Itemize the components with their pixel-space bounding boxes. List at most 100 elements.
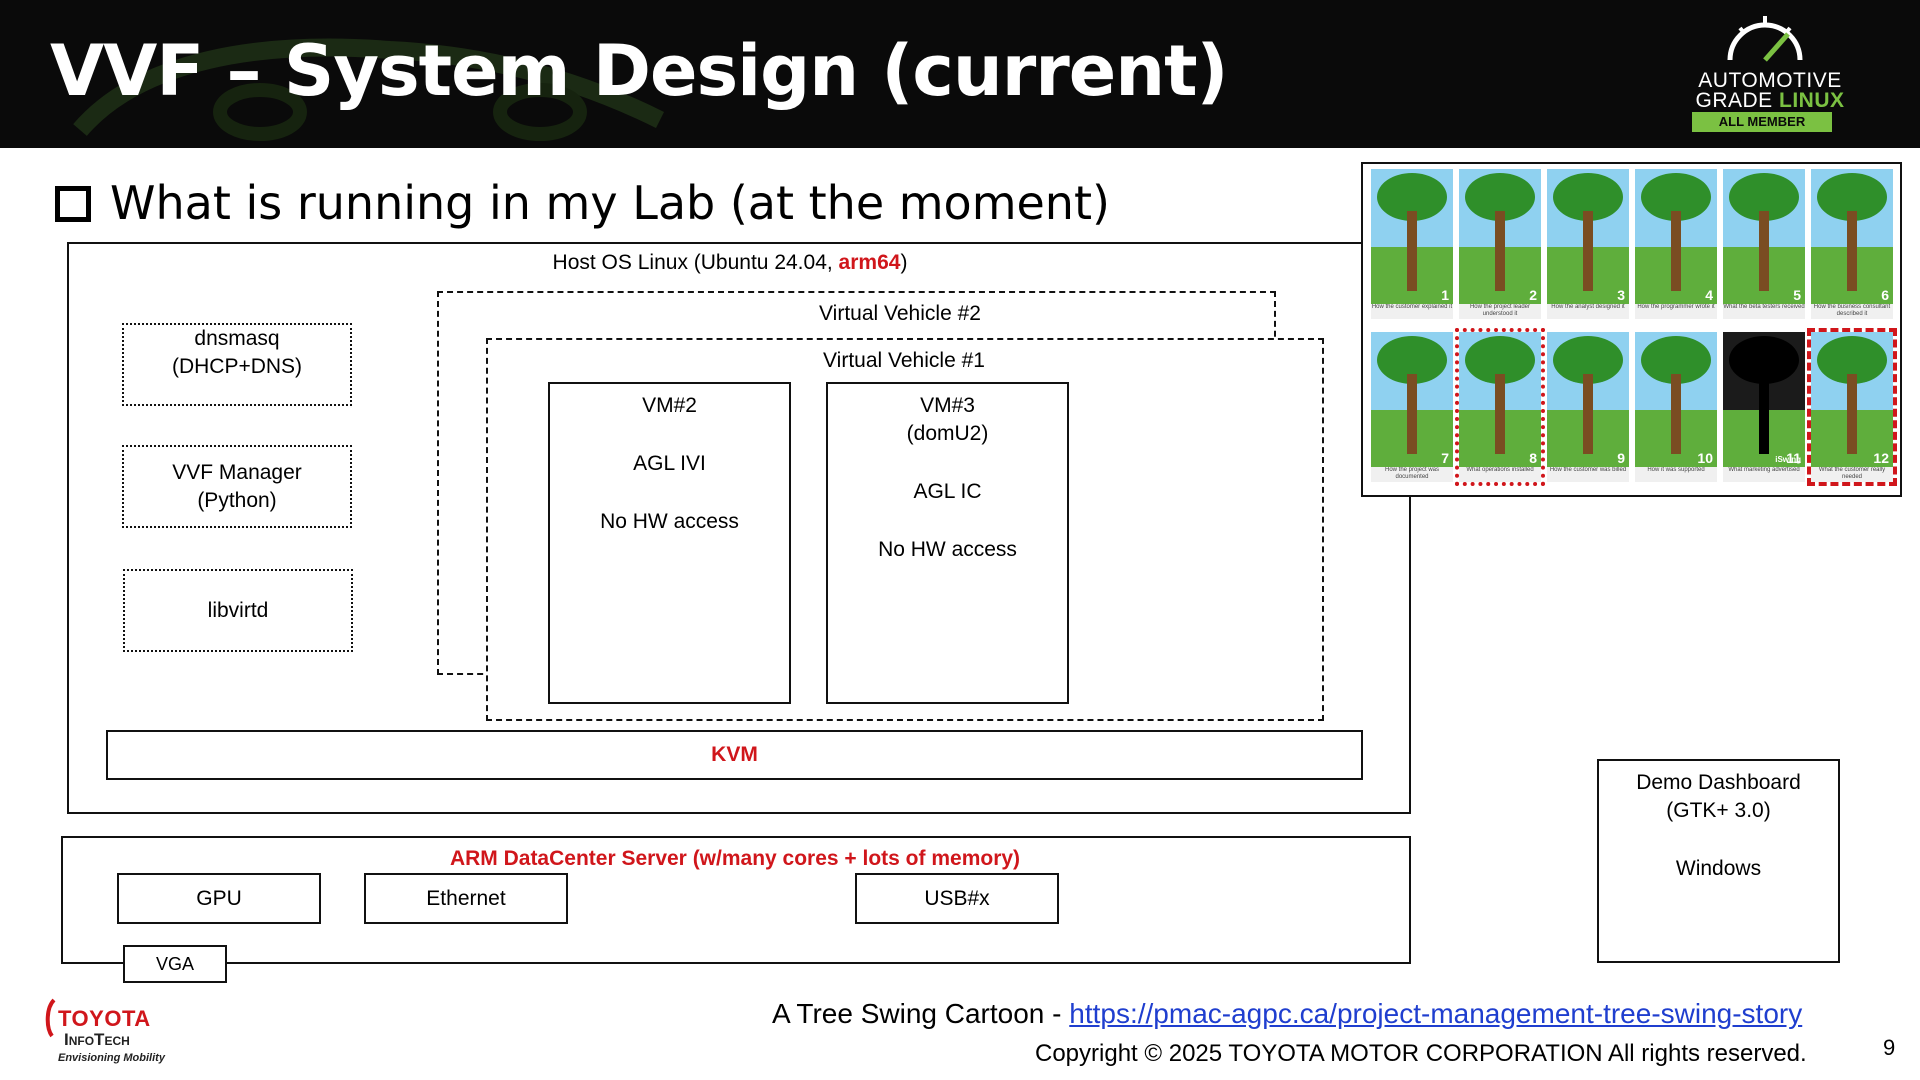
gpu-box: GPU xyxy=(117,873,321,924)
cartoon-panel-caption: What marketing advertised xyxy=(1723,467,1805,482)
cartoon-panel-caption: How the customer was billed xyxy=(1547,467,1629,482)
cartoon-panel-caption: How the programmer wrote it xyxy=(1635,304,1717,319)
host-os-label: Host OS Linux (Ubuntu 24.04, arm64) xyxy=(552,251,908,274)
usb-box: USB#x xyxy=(855,873,1059,924)
tree-trunk xyxy=(1847,211,1857,291)
cartoon-panel-caption: How the customer explained it xyxy=(1371,304,1453,319)
tree-trunk xyxy=(1583,211,1593,291)
cartoon-panel-number: 2 xyxy=(1529,287,1537,303)
tree-trunk xyxy=(1847,374,1857,454)
cartoon-panel-caption: How it was supported xyxy=(1635,467,1717,482)
vm2-os: AGL IVI xyxy=(633,452,706,475)
highlight-frame xyxy=(1807,328,1897,486)
cartoon-panel-number: 6 xyxy=(1881,287,1889,303)
kvm-box: KVM xyxy=(106,730,1363,780)
tree-trunk xyxy=(1759,211,1769,291)
cartoon-panel-caption: How the business consultant described it xyxy=(1811,304,1893,319)
arm-server-label: ARM DataCenter Server (w/many cores + lo… xyxy=(449,847,1021,870)
cartoon-source-prefix: A Tree Swing Cartoon - xyxy=(772,998,1070,1029)
cartoon-panel-caption: What the customer really needed xyxy=(1811,467,1893,482)
tree-trunk xyxy=(1671,374,1681,454)
cartoon-panel-caption: What operations installed xyxy=(1459,467,1541,482)
virtual-vehicle-2-label: Virtual Vehicle #2 xyxy=(819,302,981,325)
toyota-swoosh-icon xyxy=(45,998,56,1038)
cartoon-source-link[interactable]: https://pmac-agpc.ca/project-management-… xyxy=(1069,998,1803,1029)
tree-trunk xyxy=(1495,374,1505,454)
vm3-box: VM#3 (domU2) AGL IC No HW access xyxy=(826,382,1069,704)
vvf-manager-sublabel: (Python) xyxy=(197,489,277,512)
vga-label: VGA xyxy=(155,954,194,974)
cartoon-panel-caption: How the project leader understood it xyxy=(1459,304,1541,319)
vvf-manager-box: VVF Manager (Python) xyxy=(122,445,352,528)
page-number: 9 xyxy=(1883,1035,1896,1060)
virtual-vehicle-1-label: Virtual Vehicle #1 xyxy=(823,349,985,372)
usb-label: USB#x xyxy=(924,887,990,910)
cartoon-panel-number: 7 xyxy=(1441,450,1449,466)
copyright-text: Copyright © 2025 TOYOTA MOTOR CORPORATIO… xyxy=(1035,1040,1807,1067)
demo-dashboard-box: Demo Dashboard (GTK+ 3.0) Windows xyxy=(1597,759,1840,963)
agl-logo-line1: AUTOMOTIVE xyxy=(1698,69,1842,92)
cartoon-panel-number: 3 xyxy=(1617,287,1625,303)
vm3-hw-note: No HW access xyxy=(878,538,1017,561)
cartoon-panel-caption: What the beta testers received xyxy=(1723,304,1805,319)
toyota-wordmark: TOYOTA xyxy=(58,1006,151,1031)
libvirtd-box: libvirtd xyxy=(123,569,353,652)
dnsmasq-label: dnsmasq xyxy=(194,327,280,350)
libvirtd-label: libvirtd xyxy=(207,599,269,622)
agl-logo: AUTOMOTIVE GRADE LINUX ALL MEMBER MEETIN… xyxy=(1680,8,1860,148)
cartoon-panel-caption: How the analyst designed it xyxy=(1547,304,1629,319)
toyota-infotech-logo: TOYOTA InfoTech Envisioning Mobility xyxy=(44,998,174,1070)
kvm-label: KVM xyxy=(711,743,758,766)
tree-trunk xyxy=(1671,211,1681,291)
vm3-domain: (domU2) xyxy=(906,422,989,445)
page-title: VVF – System Design (current) xyxy=(50,30,1229,112)
highlight-frame xyxy=(1455,328,1545,486)
vm3-os: AGL IC xyxy=(913,480,982,503)
ethernet-label: Ethernet xyxy=(426,887,506,910)
gauge-icon xyxy=(1727,16,1803,62)
tree-trunk xyxy=(1759,374,1769,454)
cartoon-panel-number: 1 xyxy=(1441,287,1449,303)
car-watermark-icon xyxy=(73,38,665,141)
demo-dashboard-title: Demo Dashboard xyxy=(1636,771,1801,794)
cartoon-panel-number: 8 xyxy=(1529,450,1537,466)
dnsmasq-sublabel: (DHCP+DNS) xyxy=(171,355,303,378)
cartoon-panel-number: 11 xyxy=(1786,450,1801,466)
cartoon-source: A Tree Swing Cartoon - https://pmac-agpc… xyxy=(772,998,1802,1030)
tree-trunk xyxy=(1583,374,1593,454)
infotech-wordmark: InfoTech xyxy=(64,1030,130,1049)
cartoon-panel-number: 4 xyxy=(1705,287,1713,303)
bullet-heading: What is running in my Lab (at the moment… xyxy=(110,176,1110,230)
ethernet-box: Ethernet xyxy=(364,873,568,924)
vm3-title: VM#3 xyxy=(920,394,975,417)
tree-trunk xyxy=(1495,211,1505,291)
demo-dashboard-os: Windows xyxy=(1675,857,1762,880)
vm2-box: VM#2 AGL IVI No HW access xyxy=(548,382,791,704)
gpu-label: GPU xyxy=(196,887,242,910)
cartoon-panel-caption: How the project was documented xyxy=(1371,467,1453,482)
vm2-hw-note: No HW access xyxy=(600,510,739,533)
vvf-manager-label: VVF Manager xyxy=(172,461,302,484)
agl-logo-line2: GRADE LINUX xyxy=(1695,89,1845,112)
bullet-square-icon xyxy=(55,186,91,222)
cartoon-panel-number: 5 xyxy=(1793,287,1801,303)
dnsmasq-box: dnsmasq (DHCP+DNS) xyxy=(122,323,352,406)
agl-member-badge: ALL MEMBER MEETING xyxy=(1692,112,1832,148)
cartoon-panel-number: 12 xyxy=(1873,450,1889,466)
cartoon-panel-number: 10 xyxy=(1697,450,1713,466)
demo-dashboard-toolkit: (GTK+ 3.0) xyxy=(1666,799,1771,822)
header-bar: VVF – System Design (current) AUTOMOTIVE… xyxy=(0,0,1920,148)
cartoon-panel-number: 9 xyxy=(1617,450,1625,466)
